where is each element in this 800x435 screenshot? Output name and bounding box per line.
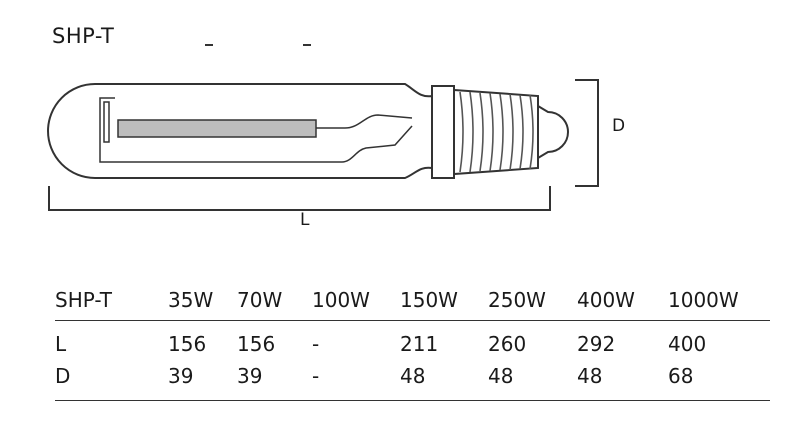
lamp-frame-wire: [99, 97, 413, 163]
table-cell: 68: [668, 364, 694, 388]
dimension-d-bracket: [575, 79, 599, 187]
table-header: 1000W: [668, 288, 739, 312]
lamp-bulb: [47, 83, 433, 179]
dimension-l-label: L: [300, 210, 310, 230]
lamp-frame-bar: [103, 101, 110, 143]
table-header: 250W: [488, 288, 546, 312]
table-row-label: D: [55, 364, 71, 388]
table-cell: 48: [400, 364, 426, 388]
table-cell: 39: [168, 364, 194, 388]
lamp-screw-threads: [459, 91, 534, 173]
lamp-drawing: [47, 79, 599, 211]
decorative-tick: [303, 44, 311, 46]
table-cell: 48: [488, 364, 514, 388]
table-cell: 48: [577, 364, 603, 388]
table-row-label: L: [55, 332, 67, 356]
table-header: 400W: [577, 288, 635, 312]
dimension-l-bracket: [48, 186, 551, 211]
lamp-arc-lead: [316, 114, 413, 129]
table-header: 70W: [237, 288, 283, 312]
table-cell: 156: [237, 332, 276, 356]
table-cell: -: [312, 364, 320, 388]
table-header: 35W: [168, 288, 214, 312]
table-cell: 39: [237, 364, 263, 388]
table-cell: 400: [668, 332, 707, 356]
table-header-row: SHP-T 35W 70W 100W 150W 250W 400W 1000W: [55, 288, 775, 318]
table-cell: 260: [488, 332, 527, 356]
table-row: L 156 156 - 211 260 292 400: [55, 332, 775, 362]
diagram-title: SHP-T: [52, 24, 115, 48]
table-header: 150W: [400, 288, 458, 312]
table-cell: -: [312, 332, 320, 356]
dimension-d-label: D: [612, 116, 626, 136]
decorative-tick: [205, 44, 213, 46]
lamp-screw-base: [453, 88, 539, 176]
table-cell: 156: [168, 332, 207, 356]
lamp-base-tip: [537, 104, 569, 160]
table-row: D 39 39 - 48 48 48 68: [55, 364, 775, 394]
table-header: 100W: [312, 288, 370, 312]
table-header: SHP-T: [55, 288, 112, 312]
table-cell: 211: [400, 332, 439, 356]
table-divider: [55, 320, 770, 321]
lamp-base-collar: [431, 85, 455, 179]
lamp-arc-tube: [117, 119, 317, 138]
table-bottom-rule: [55, 400, 770, 401]
table-cell: 292: [577, 332, 616, 356]
